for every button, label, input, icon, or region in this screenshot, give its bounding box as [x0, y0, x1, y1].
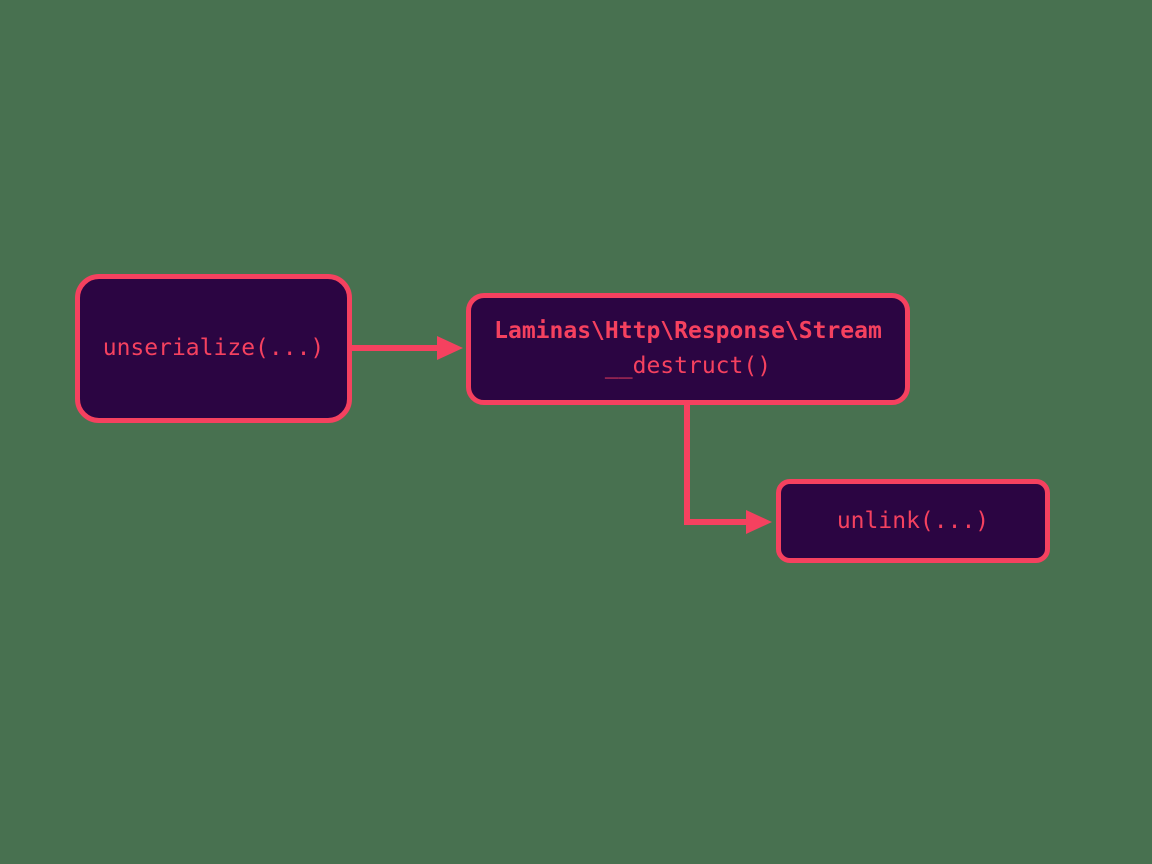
node-unserialize-label: unserialize(...) [102, 335, 325, 361]
node-stream-destruct-method-label: __destruct() [604, 353, 772, 379]
node-unserialize: unserialize(...) [75, 274, 352, 423]
node-unlink-label: unlink(...) [836, 507, 990, 534]
node-stream-destruct: Laminas\Http\Response\Stream __destruct(… [466, 293, 910, 405]
node-stream-destruct-class-label: Laminas\Http\Response\Stream [494, 318, 882, 344]
arrow-destruct-to-unlink [684, 405, 772, 534]
arrow-head-icon [437, 336, 463, 360]
arrow-head-icon [746, 510, 772, 534]
node-unlink: unlink(...) [776, 479, 1050, 563]
arrow-unserialize-to-destruct [352, 336, 463, 360]
